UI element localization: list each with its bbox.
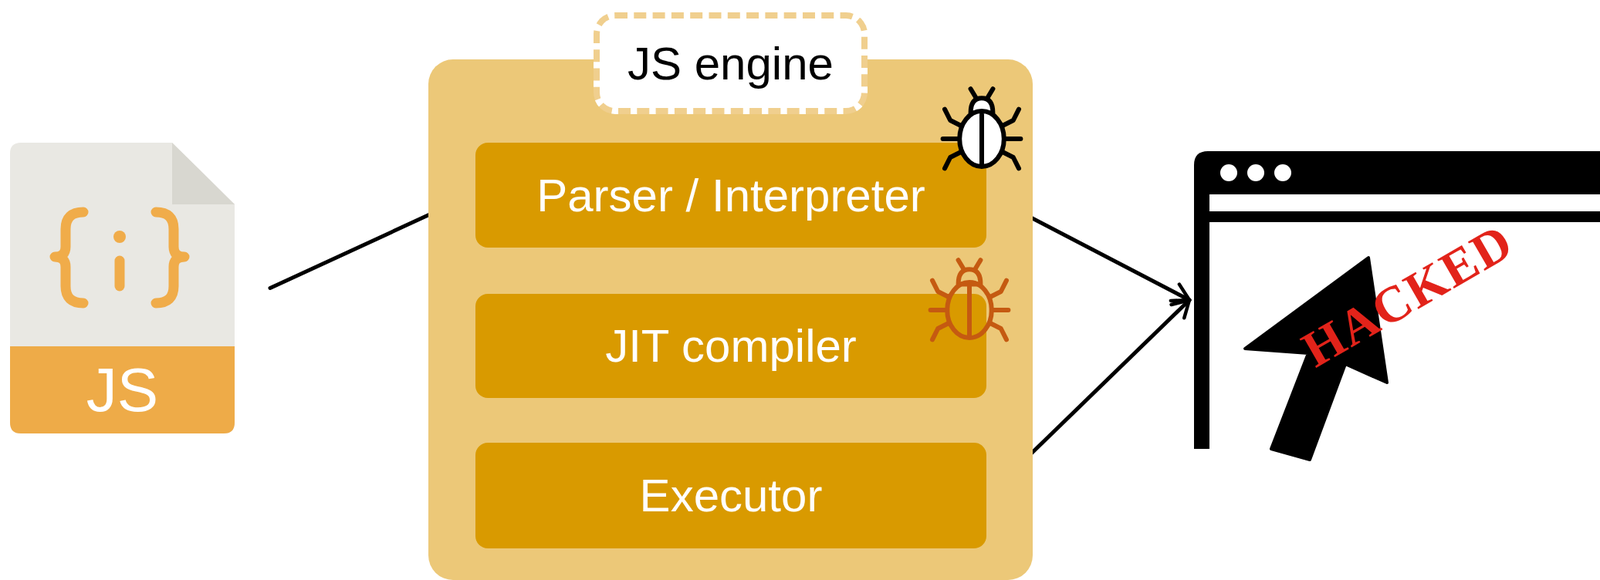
bug-leg bbox=[989, 323, 1007, 341]
js-file: JS bbox=[10, 142, 235, 434]
bug-leg bbox=[991, 307, 1009, 313]
bug-icon bbox=[923, 254, 1016, 348]
process-box: Executor bbox=[475, 443, 987, 549]
node-label: JIT compiler bbox=[605, 319, 857, 373]
brace-symbol bbox=[54, 212, 185, 304]
node-label: Executor bbox=[639, 469, 823, 523]
window-dot bbox=[1274, 164, 1292, 182]
bug-leg bbox=[987, 88, 993, 99]
bug-body bbox=[959, 111, 1005, 167]
bug-leg bbox=[932, 280, 950, 298]
bug-body bbox=[947, 282, 992, 339]
bug-leg bbox=[930, 307, 948, 313]
bug-leg bbox=[958, 260, 965, 270]
bug-leg bbox=[1004, 136, 1022, 142]
window-dot bbox=[1220, 164, 1238, 182]
semicolon-dot bbox=[113, 230, 126, 244]
process-box: Parser / Interpreter bbox=[475, 142, 987, 248]
bug-icon bbox=[935, 83, 1029, 176]
file-band bbox=[10, 346, 235, 434]
engine-container: JS engineParser / InterpreterJIT compile… bbox=[428, 59, 1033, 580]
right-brace bbox=[155, 212, 185, 304]
file-page bbox=[10, 142, 235, 434]
node-label: Parser / Interpreter bbox=[536, 169, 926, 223]
process-box: JIT compiler bbox=[475, 294, 987, 399]
bug-leg bbox=[970, 88, 977, 99]
address-strip bbox=[1209, 194, 1600, 212]
left-brace bbox=[54, 212, 84, 304]
bug-leg bbox=[944, 109, 962, 127]
bug-wing-line bbox=[967, 286, 972, 337]
bug-leg bbox=[974, 260, 981, 270]
bug-leg bbox=[932, 323, 950, 341]
bug-wing-line bbox=[979, 115, 985, 166]
bug-leg bbox=[944, 152, 962, 170]
semicolon-bar bbox=[115, 260, 126, 287]
window-dot bbox=[1247, 164, 1265, 182]
browser-node: HACKED bbox=[1194, 151, 1600, 450]
file-fold bbox=[172, 142, 235, 205]
engine-title: JS engine bbox=[593, 12, 868, 115]
bug-leg bbox=[1001, 152, 1019, 170]
bug-leg bbox=[989, 280, 1007, 298]
bug-leg bbox=[1001, 109, 1019, 127]
bug-leg bbox=[943, 136, 961, 142]
node-label: JS bbox=[10, 346, 235, 434]
